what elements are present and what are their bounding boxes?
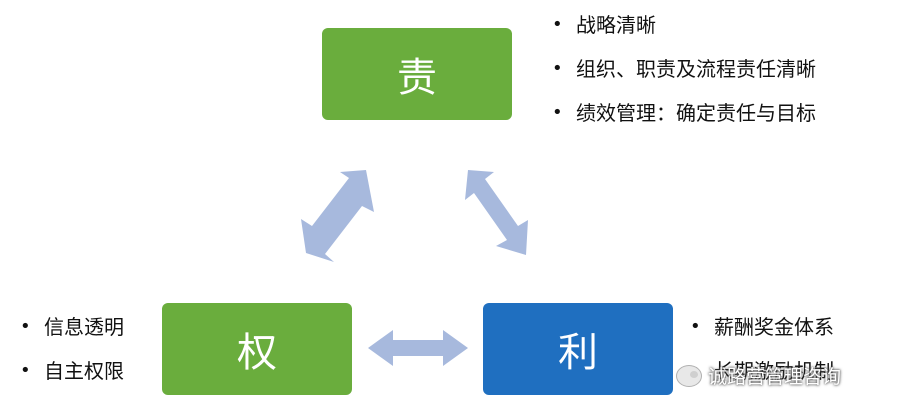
bullet-item: 战略清晰 bbox=[546, 10, 816, 54]
arrow-ze-quan bbox=[301, 170, 374, 262]
bullet-item: 组织、职责及流程责任清晰 bbox=[546, 54, 816, 98]
node-ze-label: 责 bbox=[397, 55, 437, 101]
bullet-item: 信息透明 bbox=[14, 312, 124, 356]
arrow-quan-li bbox=[368, 330, 468, 366]
node-ze: 责 bbox=[322, 28, 512, 120]
node-quan: 权 bbox=[162, 303, 352, 395]
arrow-ze-li bbox=[465, 170, 528, 255]
node-li-label: 利 bbox=[558, 330, 598, 376]
bullet-list-quan: 信息透明 自主权限 bbox=[14, 312, 124, 400]
bullet-item: 薪酬奖金体系 bbox=[684, 312, 834, 356]
watermark: 诚路营管理咨询 bbox=[676, 362, 841, 389]
bullet-list-ze: 战略清晰 组织、职责及流程责任清晰 绩效管理：确定责任与目标 bbox=[546, 10, 816, 142]
watermark-text: 诚路营管理咨询 bbox=[708, 366, 842, 388]
bullet-item: 自主权限 bbox=[14, 356, 124, 400]
node-li: 利 bbox=[483, 303, 673, 395]
bullet-list-li: 薪酬奖金体系 长期激励机制 bbox=[684, 312, 834, 400]
wechat-icon bbox=[676, 364, 702, 387]
node-quan-label: 权 bbox=[237, 330, 277, 376]
bullet-item: 绩效管理：确定责任与目标 bbox=[546, 98, 816, 142]
